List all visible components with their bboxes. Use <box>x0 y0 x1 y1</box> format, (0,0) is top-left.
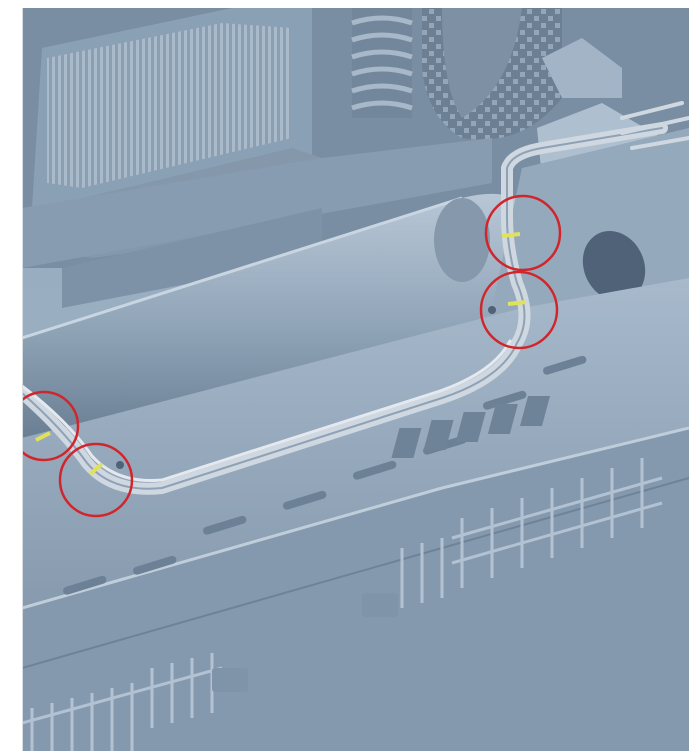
chassis-render-svg <box>22 8 689 751</box>
cable-ties <box>35 232 527 476</box>
bolts <box>116 306 496 469</box>
lower-grille <box>22 458 663 751</box>
chassis-render-image <box>22 8 689 751</box>
tire <box>422 8 562 140</box>
callout-circles <box>22 194 562 518</box>
frame-wall <box>22 138 492 268</box>
embossed-marking <box>391 396 551 458</box>
cylindrical-tank <box>22 193 554 438</box>
callout-circle-3 <box>484 194 562 272</box>
callout-circle-1 <box>22 390 80 462</box>
mount-blocks <box>212 593 398 692</box>
callout-circle-4 <box>479 270 559 350</box>
suspension-spring <box>351 8 413 118</box>
cable-harness <box>22 101 689 495</box>
callout-circle-2 <box>58 442 134 518</box>
image-left-edge <box>22 8 23 751</box>
